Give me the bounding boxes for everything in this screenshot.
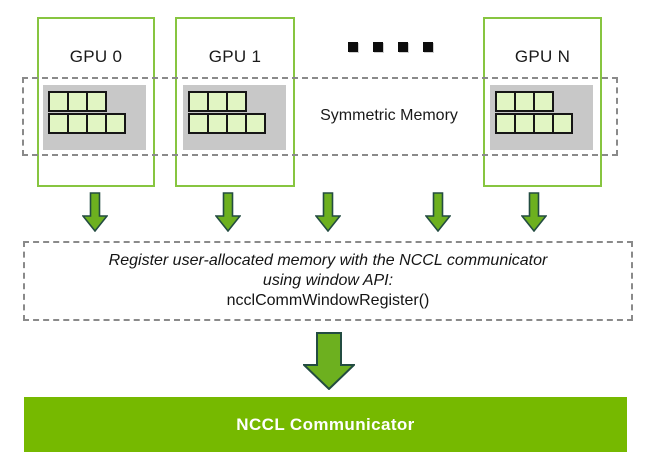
dot-icon <box>398 42 408 52</box>
big-down-arrow-icon <box>303 332 355 390</box>
nccl-communicator-label: NCCL Communicator <box>236 414 415 434</box>
gpu-0-memory-panel <box>43 85 146 150</box>
memory-block <box>207 91 228 112</box>
down-arrow-icon <box>215 192 241 232</box>
dot-icon <box>373 42 383 52</box>
memory-block <box>48 91 69 112</box>
register-text-line2: using window API: <box>262 272 394 289</box>
gpu-n-box: GPU N <box>483 17 602 187</box>
gpu-1-label: GPU 1 <box>208 47 262 66</box>
gpu-0-label: GPU 0 <box>69 47 123 66</box>
gpu-1-box: GPU 1 <box>175 17 295 187</box>
memory-block <box>226 91 247 112</box>
gpu-n-label: GPU N <box>514 47 571 66</box>
memory-block <box>495 113 516 134</box>
gpu-1-memory-panel <box>183 85 286 150</box>
memory-block <box>67 113 88 134</box>
down-arrow-icon <box>315 192 341 232</box>
nccl-communicator-bar: NCCL Communicator <box>24 397 627 452</box>
memory-block <box>86 91 107 112</box>
memory-block <box>188 91 209 112</box>
memory-block <box>533 113 554 134</box>
register-api-call: ncclCommWindowRegister() <box>226 292 430 309</box>
register-api-box: Register user-allocated memory with the … <box>23 241 633 321</box>
memory-block <box>48 113 69 134</box>
dot-icon <box>348 42 358 52</box>
memory-block <box>245 113 266 134</box>
memory-block <box>188 113 209 134</box>
memory-block <box>514 91 535 112</box>
symmetric-memory-label: Symmetric Memory <box>320 107 458 124</box>
memory-block <box>533 91 554 112</box>
down-arrow-icon <box>82 192 108 232</box>
gpu-n-memory-panel <box>490 85 593 150</box>
ellipsis-dots-icon <box>348 42 433 52</box>
down-arrow-icon <box>521 192 547 232</box>
memory-block <box>495 91 516 112</box>
memory-block <box>207 113 228 134</box>
down-arrow-icon <box>425 192 451 232</box>
memory-block <box>226 113 247 134</box>
memory-block <box>105 113 126 134</box>
memory-block <box>514 113 535 134</box>
memory-block <box>67 91 88 112</box>
memory-block <box>86 113 107 134</box>
gpu-0-box: GPU 0 <box>37 17 155 187</box>
dot-icon <box>423 42 433 52</box>
memory-block <box>552 113 573 134</box>
register-text-line1: Register user-allocated memory with the … <box>108 252 548 269</box>
symmetric-memory-region <box>22 77 618 156</box>
